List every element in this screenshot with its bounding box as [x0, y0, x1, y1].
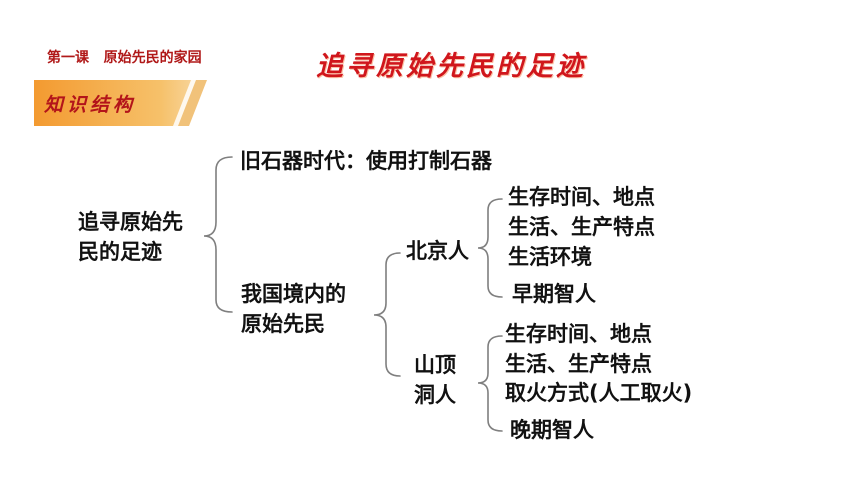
root-node: 追寻原始先 民的足迹	[78, 210, 183, 264]
node-beijing-man: 北京人	[406, 239, 469, 263]
beijing-item: 生存时间、地点	[508, 185, 655, 209]
section-banner	[34, 80, 207, 126]
brace-branch2	[373, 252, 401, 377]
shanding-item: 生存时间、地点	[505, 322, 652, 346]
shanding-item: 取火方式(人工取火)	[505, 381, 693, 405]
shanding-item: 生活、生产特点	[505, 352, 652, 376]
brace-shanding	[477, 335, 503, 432]
beijing-item: 生活环境	[508, 245, 592, 269]
branch-primitive-people: 我国境内的 原始先民	[241, 282, 346, 336]
beijing-item: 早期智人	[512, 282, 596, 306]
section-label: 知识结构	[44, 94, 137, 116]
brace-root	[203, 156, 233, 313]
branch-paleolithic: 旧石器时代：使用打制石器	[240, 149, 492, 173]
page-title: 追寻原始先民的足迹	[316, 51, 586, 82]
beijing-item: 生活、生产特点	[508, 215, 655, 239]
brace-beijing	[477, 198, 503, 298]
lesson-title: 第一课 原始先民的家园	[47, 50, 202, 66]
node-upper-cave-man: 山顶 洞人	[414, 353, 456, 407]
shanding-item: 晚期智人	[510, 418, 594, 442]
